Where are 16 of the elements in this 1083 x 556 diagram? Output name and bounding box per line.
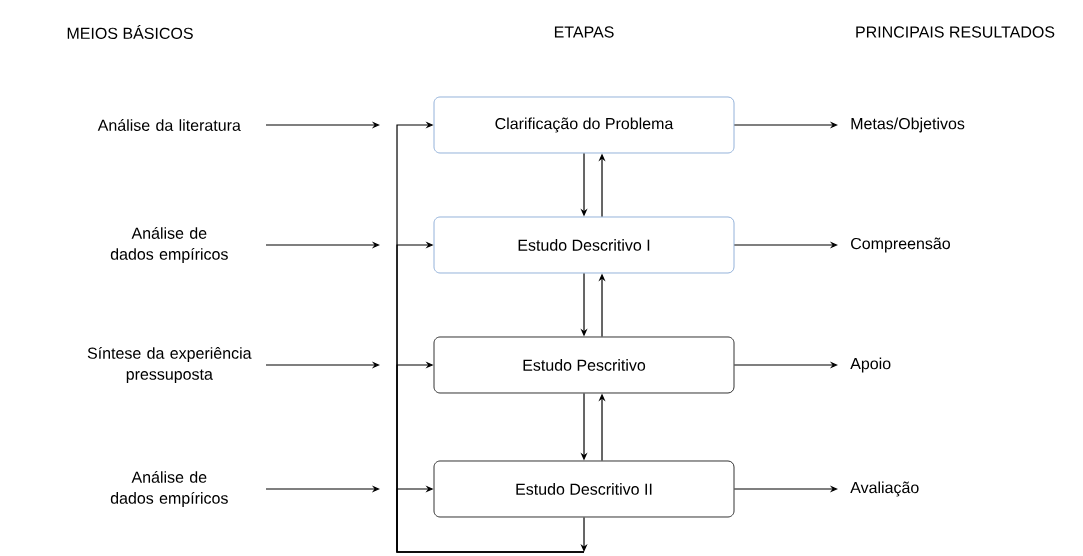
result-text: Metas/Objetivos (851, 117, 965, 133)
arrow (396, 485, 585, 553)
column-heading: ETAPAS (554, 26, 614, 38)
process-box: Clarificação do Problema (433, 96, 735, 154)
process-box: Estudo Pescritivo (433, 336, 735, 394)
left-text: Síntese da experiência pressuposta (87, 346, 252, 384)
column-heading: MEIOS BÁSICOS (67, 24, 193, 39)
left-text: Análise de dados empíricos (110, 470, 228, 508)
left-text: Análise de dados empíricos (110, 226, 228, 264)
process-box: Estudo Descritivo I (433, 216, 735, 274)
result-text: Compreensão (851, 237, 950, 253)
result-text: Avaliação (850, 481, 919, 497)
process-box: Estudo Descritivo II (433, 460, 735, 518)
result-text: Apoio (850, 357, 891, 373)
column-heading: PRINCIPAIS RESULTADOS (856, 26, 1055, 38)
left-text: Análise da literatura (97, 119, 241, 131)
